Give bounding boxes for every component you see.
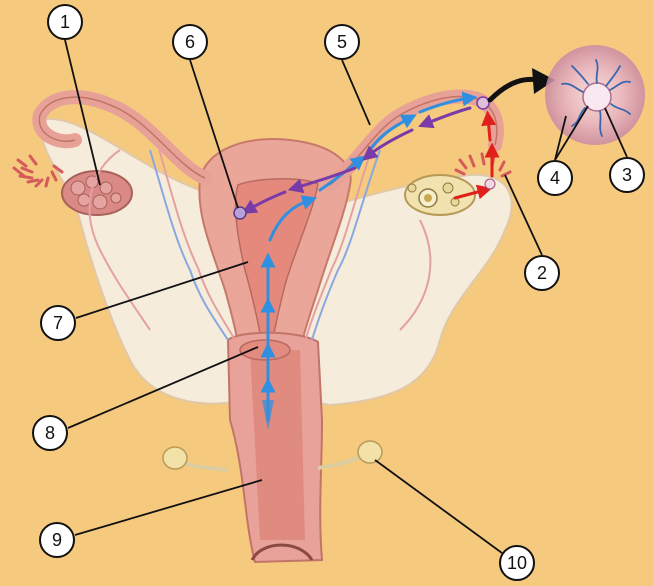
callout-number: 10 [507,553,527,573]
callout-9: 9 [40,523,74,557]
callout-number: 6 [185,32,195,52]
callout-6: 6 [173,25,207,59]
callout-2: 2 [525,256,559,290]
bartholin-gland-left [163,447,228,470]
callout-10: 10 [500,546,534,580]
callout-5: 5 [325,25,359,59]
magnify-arrow [490,79,540,100]
callout-number: 7 [53,313,63,333]
callout-number: 2 [537,263,547,283]
callout-number: 4 [550,168,560,188]
callout-4: 4 [538,161,572,195]
right-fallopian-tube [330,96,497,185]
fertilization-site [477,97,489,109]
right-fimbriae [456,154,510,176]
callout-number: 8 [45,423,55,443]
bartholin-gland-right [318,441,382,468]
callout-1: 1 [48,5,82,39]
callout-number: 3 [622,165,632,185]
callout-3: 3 [610,158,644,192]
callout-7: 7 [41,306,75,340]
implanted-embryo [234,207,246,219]
callout-number: 9 [52,530,62,550]
callout-8: 8 [33,416,67,450]
callout-number: 5 [337,32,347,52]
callout-number: 1 [60,12,70,32]
released-egg [485,179,495,189]
cervix [240,340,290,360]
